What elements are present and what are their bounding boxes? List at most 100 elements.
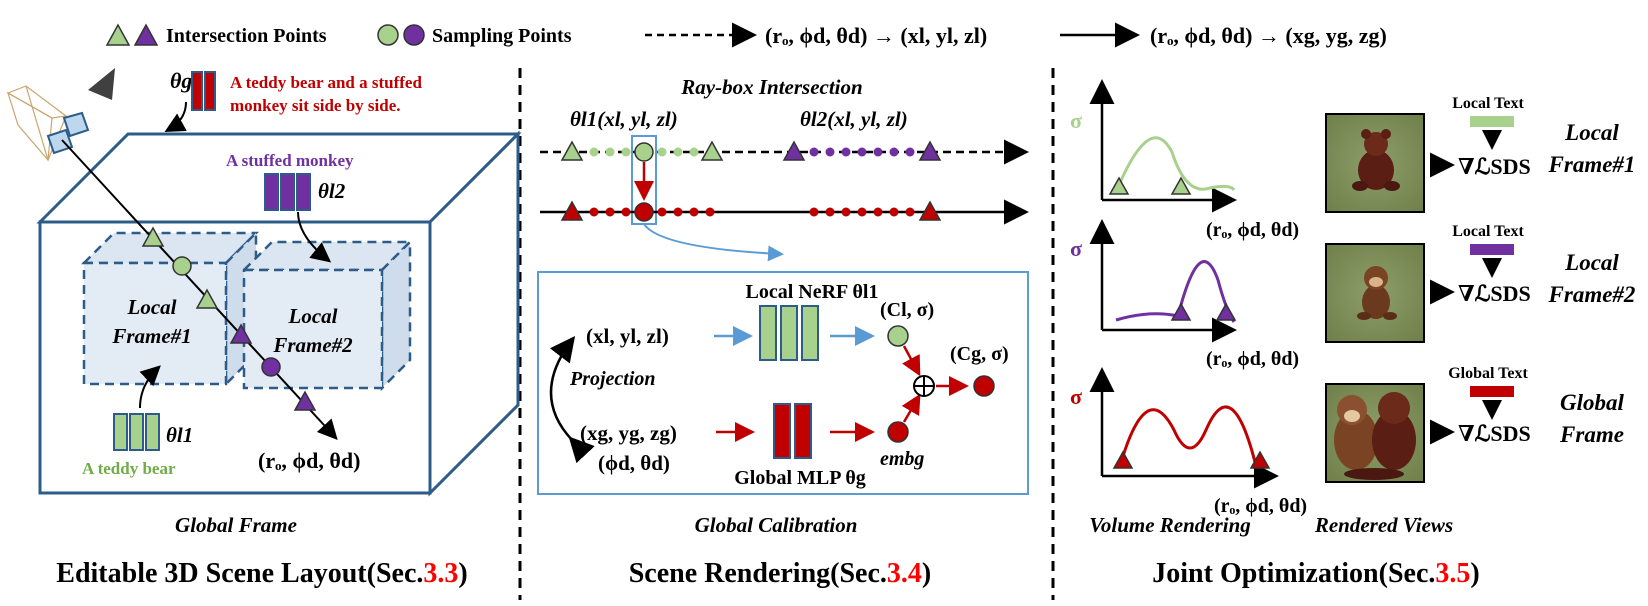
density-tri-1b xyxy=(1170,176,1192,195)
local-nerf-bar-3 xyxy=(801,305,819,361)
local-frame-1-label: Local xyxy=(127,295,177,319)
ray-sample-1 xyxy=(172,256,192,276)
green-triangle-icon xyxy=(105,23,131,46)
global-mapping-formula: (rₒ, ϕd, θd) → (xg, yg, zg) xyxy=(1150,23,1387,48)
local-ray-tri-3 xyxy=(782,140,806,161)
density-curve-2 xyxy=(1115,260,1236,323)
view-dir-label: (ϕd, θd) xyxy=(598,451,670,475)
purple-triangle-icon xyxy=(133,23,159,46)
camera-icon xyxy=(6,68,115,162)
local-ray-tri-4 xyxy=(918,140,942,161)
local-box-1 xyxy=(80,229,260,388)
local-text-label-2: Local Text xyxy=(1452,223,1524,240)
global-frame-caption: Global Frame xyxy=(175,513,297,537)
global-ray-tri-2 xyxy=(918,200,942,221)
local-output-point xyxy=(887,325,909,347)
local-frame-2-label-2: Frame#2 xyxy=(272,333,353,357)
theta-l1-label: θl1 xyxy=(166,423,193,447)
combine-arrow-top xyxy=(902,345,921,377)
global-mlp-bar-b xyxy=(794,403,812,459)
cl-sigma-label: (Cl, σ) xyxy=(880,299,934,321)
local-frame-2-label: Local xyxy=(288,304,338,328)
ray-sample-2 xyxy=(261,357,281,377)
cg-sigma-label: (Cg, σ) xyxy=(950,343,1009,365)
frame-label-3a: Global xyxy=(1560,390,1625,415)
theta-l1-coords: θl1(xl, yl, zl) xyxy=(570,107,678,131)
frame-label-2a: Local xyxy=(1564,250,1619,275)
ray-intersection-4 xyxy=(293,390,317,411)
global-prompt-arrow xyxy=(164,101,187,132)
frame-label-2b: Frame#2 xyxy=(1548,282,1636,307)
monkey-prompt-arrow xyxy=(297,211,332,263)
bear-nerf-bar-1 xyxy=(113,413,128,451)
theta-l2-label: θl2 xyxy=(318,179,346,203)
local-ray-samples-green xyxy=(589,147,699,157)
ray-label: (rₒ, ϕd, θd) xyxy=(258,448,360,473)
local-frame-1-label-2: Frame#1 xyxy=(111,324,191,348)
bear-prompt-arrow xyxy=(139,365,161,409)
sds-label-3: ∇ℒSDS xyxy=(1458,421,1531,446)
section-title-layout: Editable 3D Scene Layout(Sec.3.3) xyxy=(56,558,467,589)
ray-box-title: Ray-box Intersection xyxy=(680,75,862,99)
local-ray-samples-purple xyxy=(809,147,915,157)
local-text-bar-1 xyxy=(1470,116,1514,127)
rendered-view-monkey xyxy=(1325,243,1425,343)
density-curve-1 xyxy=(1114,136,1236,193)
axis-label-3: (rₒ, ϕd, θd) xyxy=(1214,495,1307,517)
global-mlp-label: Global MLP θg xyxy=(734,467,866,489)
rendered-views-caption: Rendered Views xyxy=(1314,513,1453,537)
local-ray-tri-1 xyxy=(560,140,584,161)
local-nerf-label: Local NeRF θl1 xyxy=(745,281,878,303)
density-tri-2b xyxy=(1215,302,1237,321)
projection-label: Projection xyxy=(569,368,656,390)
ray-intersection-2 xyxy=(195,288,219,309)
theta-l2-coords: θl2(xl, yl, zl) xyxy=(800,107,908,131)
local-mapping-formula: (rₒ, ϕd, θd) → (xl, yl, zl) xyxy=(765,23,987,48)
monkey-nerf-bar-3 xyxy=(296,173,311,211)
sds-label-1: ∇ℒSDS xyxy=(1458,154,1531,179)
global-mlp-bar-2 xyxy=(204,71,216,111)
sigma-label-3: σ xyxy=(1070,384,1082,409)
monkey-nerf-bar-2 xyxy=(280,173,295,211)
sigma-label-2: σ xyxy=(1070,236,1082,261)
frame-label-1a: Local xyxy=(1564,120,1619,145)
theta-g-label: θg xyxy=(170,68,192,93)
rendered-view-teddy xyxy=(1325,113,1425,213)
intersection-points-label: Intersection Points xyxy=(166,25,327,47)
axis-label-1: (rₒ, ϕd, θd) xyxy=(1206,219,1299,241)
monkey-nerf-bar-1 xyxy=(264,173,279,211)
local-nerf-bar-2 xyxy=(780,305,798,361)
global-prompt-line-1: A teddy bear and a stuffed xyxy=(230,73,422,92)
sds-label-2: ∇ℒSDS xyxy=(1458,281,1531,306)
emb-label: embg xyxy=(880,448,924,470)
final-output-point xyxy=(973,375,995,397)
local-ray-tri-2 xyxy=(700,140,724,161)
projection-arrow xyxy=(549,336,595,464)
joint-optimization-panel: σ (rₒ, ϕd, θd) σ (rₒ, ϕd, θd) σ (rₒ, ϕd,… xyxy=(1070,79,1636,589)
frame-label-3b: Frame xyxy=(1559,422,1624,447)
global-coords-label: (xg, yg, zg) xyxy=(580,421,677,445)
scene-rendering-panel: Ray-box Intersection θl1(xl, yl, zl) θl2… xyxy=(537,75,1029,589)
bear-nerf-bar-3 xyxy=(145,413,160,451)
global-mlp-bar-1 xyxy=(191,71,203,111)
global-prompt-line-2: monkey sit side by side. xyxy=(230,96,401,115)
global-mlp-bar-a xyxy=(773,403,791,459)
rendered-view-global xyxy=(1325,383,1425,483)
global-ray-selected-sample xyxy=(634,202,654,222)
global-ray-tri-1 xyxy=(560,200,584,221)
local-coords-label: (xl, yl, zl) xyxy=(586,324,669,348)
section-title-rendering: Scene Rendering(Sec.3.4) xyxy=(629,558,932,589)
local-nerf-bar-1 xyxy=(759,305,777,361)
ray-intersection-3 xyxy=(229,323,253,344)
combine-arrow-bottom xyxy=(901,393,921,423)
axis-label-2: (rₒ, ϕd, θd) xyxy=(1206,348,1299,370)
density-tri-3b xyxy=(1249,450,1271,469)
ray-intersection-1 xyxy=(141,226,165,247)
section-title-optimization: Joint Optimization(Sec.3.5) xyxy=(1152,558,1479,589)
global-ray-samples xyxy=(589,207,915,217)
density-curve-3 xyxy=(1118,405,1258,467)
camera-ray xyxy=(61,139,338,440)
monkey-prompt: A stuffed monkey xyxy=(226,151,354,170)
purple-circle-icon xyxy=(403,24,425,46)
